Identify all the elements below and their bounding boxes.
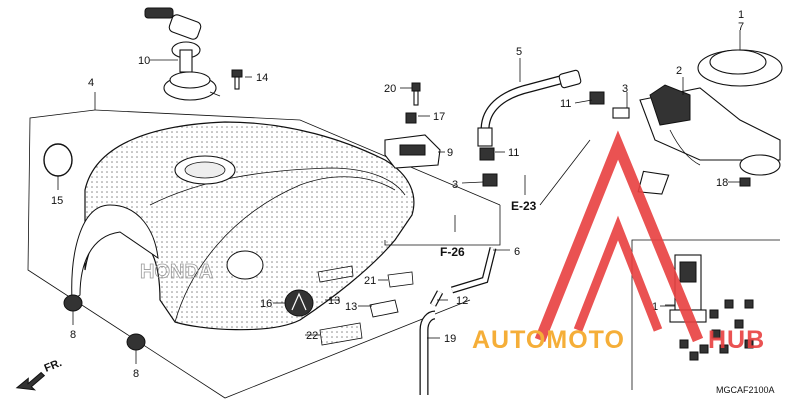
part-label-12: 12 [456,295,468,307]
inset-detail [631,239,780,390]
bolt-20-icon [411,82,421,92]
inset-frame [631,239,780,390]
clip-11-mid [479,147,495,161]
part-label-9: 9 [447,147,453,159]
tank-assembly-outline-top [94,109,501,206]
tank-brand-text: HONDA [140,261,213,283]
part-label-16: 16 [260,298,272,310]
tank-knee-cutout [71,204,159,301]
reference-e23: E-23 [511,199,537,213]
leader-lines [57,30,741,364]
clip-11-top [589,91,605,105]
clip-3-mid [482,173,498,187]
pad-13-top [317,265,354,283]
part-label-11-top: 11 [560,98,571,110]
part-label-13-bottom: 13 [345,301,357,313]
tube-19 [420,311,436,395]
tank-assembly-outline [27,109,471,399]
bracket-9-assembly [384,82,441,169]
part-label-8-left: 8 [70,329,76,341]
part-label-19: 19 [444,333,456,345]
part-label-10: 10 [138,55,150,67]
watermark-text-automoto: AUTOMOTO [472,326,625,354]
watermark: AUTOMOTO HUB [472,130,765,354]
bolt-14-icon [231,69,243,90]
pad-22 [319,322,363,346]
grommet-8-icon [63,294,146,351]
part-labels: 1 7 2 3 4 5 6 8 8 9 10 11 11 3 12 13 13 … [51,9,744,380]
part-label-8-right: 8 [133,368,139,380]
part-label-21: 21 [364,275,376,287]
part-label-1: 1 [738,9,744,21]
part-label-18: 18 [716,177,728,189]
tubes [419,247,497,395]
bolt-18-icon [739,177,751,187]
fuel-pump-assembly [637,49,783,195]
tube-6 [451,247,496,293]
clip-3-top [612,107,630,119]
reference-f26: F-26 [440,245,465,259]
part-label-4: 4 [88,77,94,89]
part-label-13-top: 13 [328,295,340,307]
part-label-5: 5 [516,46,522,58]
tube-12 [431,290,442,307]
bolt-17-icon [405,112,417,124]
hose-5 [477,69,582,147]
watermark-triangle-inner [573,215,663,332]
watermark-text-hub: HUB [708,326,765,354]
part-label-22: 22 [306,330,318,342]
pad-21 [387,271,414,288]
part-label-6: 6 [514,246,520,258]
part-label-7: 7 [738,21,744,33]
part-label-15: 15 [51,195,63,207]
part-label-20: 20 [384,83,396,95]
front-arrow: FR. [15,357,64,391]
part-label-11-mid: 11 [508,147,519,159]
pads [317,265,414,346]
key-icon [144,7,174,19]
gasket-15-icon [43,143,73,177]
inset-part-label-1: 1 [652,301,658,313]
fuel-cap-assembly [144,7,221,101]
part-label-3-mid: 3 [452,179,458,191]
inset-small-parts [679,299,754,361]
pad-13-bottom [369,299,399,318]
watermark-triangle-outer [534,130,704,343]
part-label-17: 17 [433,111,445,123]
tank-side-oval [226,250,264,280]
front-label: FR. [43,357,64,375]
diagram-code: MGCAF2100A [716,385,775,395]
part-label-2: 2 [676,65,682,77]
front-arrow-icon [15,371,46,391]
part-label-14: 14 [256,72,268,84]
emblem-16-icon [284,289,314,317]
clips [479,91,630,187]
part-label-3-top: 3 [622,83,628,95]
